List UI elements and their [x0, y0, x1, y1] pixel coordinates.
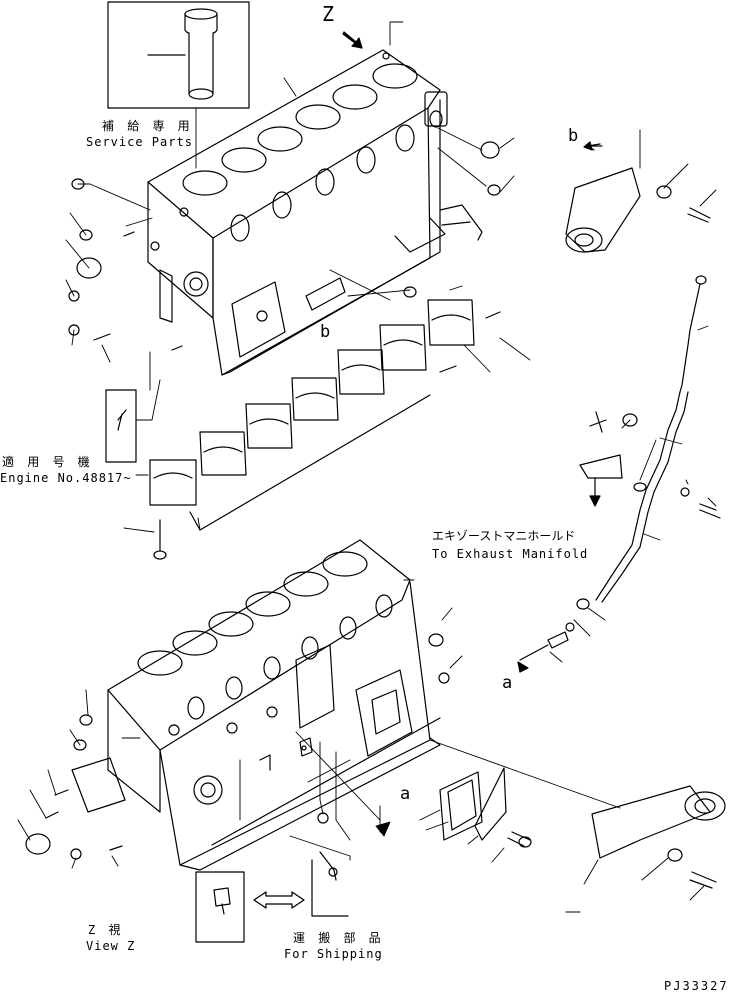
ref-b-top: b: [568, 126, 579, 146]
upper-left-small-parts: [68, 141, 501, 560]
shipping-label-en: For Shipping: [284, 947, 383, 961]
exhaust-label-en: To Exhaust Manifold: [432, 547, 589, 561]
service-parts-box: [107, 1, 250, 109]
view-letter-z: Z: [322, 2, 335, 26]
side-covers: [439, 767, 532, 848]
main-bearing-caps: [149, 299, 475, 531]
shipping-label-jp: 運 搬 部 品: [293, 931, 384, 945]
engine-no-label-en: Engine No.48817~: [0, 471, 132, 485]
b-arrow: [583, 141, 603, 151]
lower-engine-block: [71, 539, 441, 871]
lower-left-small-parts: [25, 633, 450, 877]
service-parts-label-en: Service Parts: [86, 135, 193, 149]
shipping-parts: [195, 851, 349, 943]
ref-a-mid: a: [400, 784, 411, 804]
engine-no-bolt: [117, 409, 127, 431]
drawing-code: PJ33327: [664, 979, 729, 993]
bracket-lower-right: [591, 785, 726, 889]
leader-lines: [17, 21, 717, 913]
engine-no-box: [105, 389, 137, 463]
ref-b-mid: b: [320, 322, 331, 342]
exhaust-label-jp: エキゾーストマニホールド: [432, 529, 576, 543]
service-parts-label-jp: 補 給 専 用: [102, 119, 193, 133]
bracket-top-right: [565, 143, 711, 253]
view-z-label-jp: Z 視: [88, 923, 124, 937]
view-z-label-en: View Z: [86, 939, 136, 953]
ref-a-left: a: [502, 673, 513, 693]
engine-no-label-jp: 適 用 号 機: [2, 455, 93, 469]
dipstick-assembly: [517, 275, 721, 673]
upper-engine-block: [147, 49, 483, 376]
view-z-arrow: [342, 31, 363, 49]
